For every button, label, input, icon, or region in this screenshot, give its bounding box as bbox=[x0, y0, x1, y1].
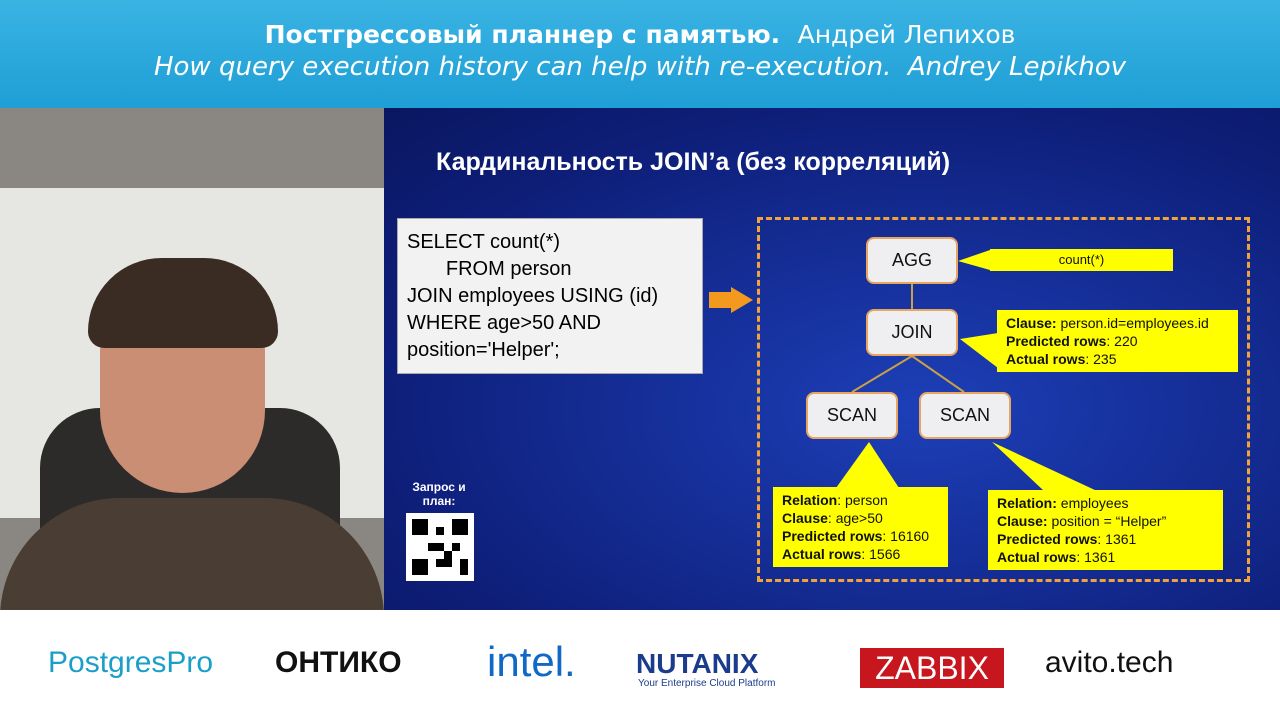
callout-line: Actual rows: 235 bbox=[1006, 351, 1117, 367]
talk-title-en: How query execution history can help wit… bbox=[153, 52, 892, 82]
qr-code[interactable] bbox=[406, 513, 474, 581]
callout-line: Relation: employees bbox=[997, 495, 1129, 511]
plan-node-scan-person: SCAN bbox=[806, 392, 898, 439]
speaker-body bbox=[0, 498, 384, 610]
speaker-en: Andrey Lepikhov bbox=[907, 52, 1127, 82]
plan-node-scan-employees: SCAN bbox=[919, 392, 1011, 439]
callout-line: Clause: age>50 bbox=[782, 510, 883, 526]
logo-nutanix: NUTANIX bbox=[636, 648, 759, 679]
talk-title-ru: Постгрессовый планнер с памятью. bbox=[264, 20, 781, 49]
sql-query-box: SELECT count(*) FROM person JOIN employe… bbox=[397, 218, 703, 374]
title-banner: Постгрессовый планнер с памятью. Андрей … bbox=[0, 0, 1280, 108]
logo-postgrespro: PostgresPro bbox=[48, 646, 214, 679]
callout-line: Clause: position = “Helper” bbox=[997, 513, 1167, 529]
scan-employees-callout: Relation: employees Clause: position = “… bbox=[988, 490, 1223, 570]
callout-line: Predicted rows: 16160 bbox=[782, 528, 930, 544]
slide-title: Кардинальность JOIN’а (без корреляций) bbox=[436, 148, 951, 176]
logo-intel: intel. bbox=[487, 638, 576, 685]
callout-line: Predicted rows: 220 bbox=[1006, 333, 1138, 349]
speaker-ru: Андрей Лепихов bbox=[797, 20, 1016, 49]
scan-person-callout: Relation: person Clause: age>50 Predicte… bbox=[773, 487, 948, 567]
callout-line: Actual rows: 1361 bbox=[997, 549, 1116, 565]
callout-line: Predicted rows: 1361 bbox=[997, 531, 1137, 547]
speaker-hair bbox=[88, 258, 278, 348]
nutanix-tagline: Your Enterprise Cloud Platform bbox=[638, 678, 776, 689]
sponsor-bar: PostgresPro ОНТИКО intel. NUTANIX Your E… bbox=[0, 610, 1280, 720]
logo-ontico: ОНТИКО bbox=[275, 646, 402, 679]
callout-line: Actual rows: 1566 bbox=[782, 546, 901, 562]
speaker-webcam bbox=[0, 108, 384, 610]
callout-line: Relation: person bbox=[782, 492, 888, 508]
join-callout: Clause: person.id=employees.id Predicted… bbox=[997, 310, 1238, 372]
plan-node-join: JOIN bbox=[866, 309, 958, 356]
logo-avito-tech: avito.tech bbox=[1045, 646, 1174, 679]
agg-callout: count(*) bbox=[990, 249, 1173, 271]
plan-node-agg: AGG bbox=[866, 237, 958, 284]
plan-frame bbox=[757, 217, 1250, 582]
qr-label: Запрос и план: bbox=[412, 480, 466, 508]
logo-zabbix: ZABBIX bbox=[860, 648, 1004, 688]
plan-tree-lines bbox=[836, 250, 1097, 491]
presentation-slide: Кардинальность JOIN’а (без корреляций) S… bbox=[384, 108, 1280, 610]
qr-code-icon bbox=[412, 519, 468, 575]
callout-line: Clause: person.id=employees.id bbox=[1006, 315, 1209, 331]
